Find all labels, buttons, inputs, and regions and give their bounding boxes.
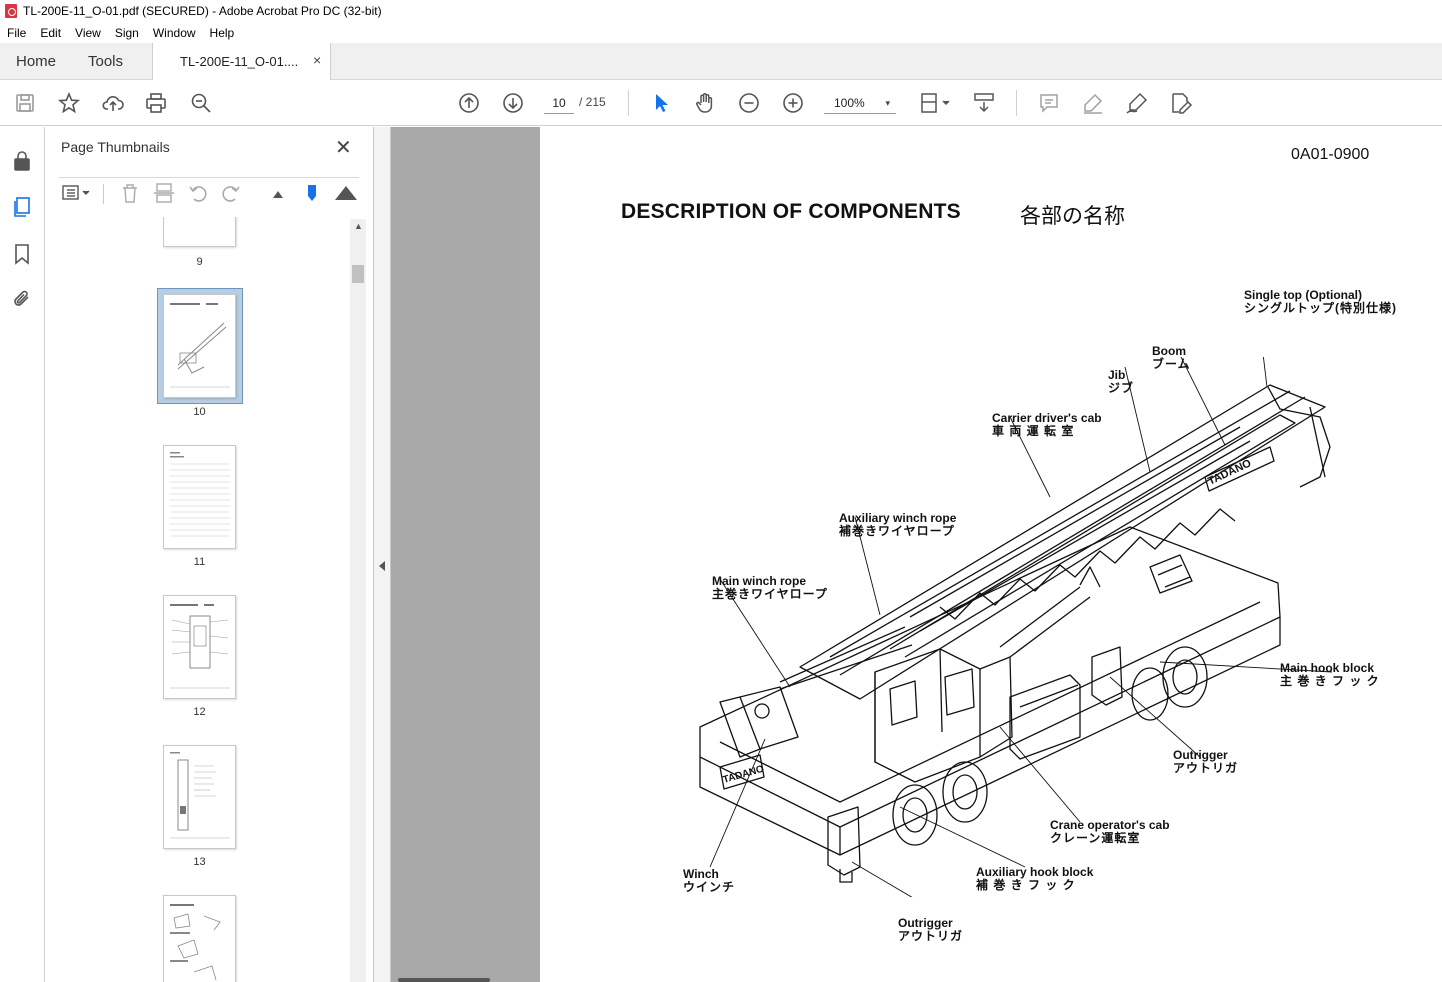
thumbnail-page-9[interactable] bbox=[163, 217, 236, 247]
tab-document-label: TL-200E-11_O-01.... bbox=[180, 54, 299, 69]
zoom-out-icon[interactable] bbox=[736, 90, 762, 116]
label-single-top: Single top (Optional)シングルトップ(特別仕様) bbox=[1244, 288, 1397, 315]
menu-help[interactable]: Help bbox=[209, 25, 235, 40]
thumbnail-page-number: 13 bbox=[193, 856, 206, 868]
bookmarks-icon[interactable] bbox=[10, 242, 34, 266]
scrollbar-thumb[interactable] bbox=[352, 265, 364, 283]
thumbnail-page-13[interactable] bbox=[163, 745, 236, 849]
bookmark-star-icon[interactable] bbox=[56, 90, 82, 116]
thumbnail-page-14[interactable] bbox=[163, 895, 236, 982]
menu-bar: File Edit View Sign Window Help bbox=[0, 22, 1442, 43]
delete-trash-icon[interactable] bbox=[119, 182, 141, 204]
toolbar-divider bbox=[628, 90, 629, 116]
thumbnail-smaller-icon[interactable] bbox=[267, 182, 289, 204]
thumbnail-page-number: 11 bbox=[193, 556, 206, 568]
thumbnail-page-10[interactable] bbox=[163, 294, 236, 398]
print-icon[interactable] bbox=[143, 90, 169, 116]
tab-tools[interactable]: Tools bbox=[88, 53, 124, 70]
toolbar-divider bbox=[1016, 90, 1017, 116]
thumbnail-options-icon[interactable] bbox=[61, 182, 95, 204]
document-code: 0A01-0900 bbox=[1291, 146, 1370, 163]
menu-window[interactable]: Window bbox=[152, 25, 196, 40]
page-thumbnails-panel: Page Thumbnails ✕ 9 bbox=[45, 127, 374, 982]
tab-document[interactable]: TL-200E-11_O-01.... × bbox=[152, 43, 331, 81]
zoom-level-value: 100% bbox=[834, 96, 865, 110]
thumbnail-scrollbar[interactable]: ▲ bbox=[350, 219, 366, 982]
zoom-level-select[interactable]: 100% ▾ bbox=[824, 92, 896, 114]
thumbnail-page-12[interactable] bbox=[163, 595, 236, 699]
page-number-input[interactable]: 10 bbox=[544, 92, 574, 114]
acrobat-pdf-icon bbox=[5, 4, 17, 18]
next-page-icon[interactable] bbox=[500, 90, 526, 116]
panel-title: Page Thumbnails bbox=[61, 139, 170, 155]
page-layout-icon[interactable] bbox=[918, 90, 952, 116]
collapse-arrow-icon bbox=[379, 561, 385, 571]
upload-cloud-icon[interactable] bbox=[100, 90, 126, 116]
menu-view[interactable]: View bbox=[75, 25, 101, 40]
page-heading: DESCRIPTION OF COMPONENTS bbox=[621, 200, 961, 223]
extract-pages-icon[interactable] bbox=[153, 182, 175, 204]
tab-close-icon[interactable]: × bbox=[313, 52, 322, 68]
comment-icon[interactable] bbox=[1036, 90, 1062, 116]
edit-pdf-icon[interactable] bbox=[1168, 90, 1194, 116]
thumbnail-page-number: 12 bbox=[193, 706, 206, 718]
panel-collapse-handle[interactable] bbox=[374, 127, 391, 982]
select-cursor-icon[interactable] bbox=[648, 90, 674, 116]
scroll-mode-icon[interactable] bbox=[971, 90, 997, 116]
page-total-count: / 215 bbox=[579, 95, 606, 109]
window-title: TL-200E-11_O-01.pdf (SECURED) - Adobe Ac… bbox=[23, 4, 382, 18]
page-thumbnails-icon[interactable] bbox=[10, 195, 34, 219]
rotate-left-icon[interactable] bbox=[187, 182, 209, 204]
thumbnail-larger-icon[interactable] bbox=[333, 182, 359, 204]
thumbnail-page-number: 10 bbox=[193, 406, 206, 418]
zoom-search-icon[interactable] bbox=[188, 90, 214, 116]
hand-tool-icon[interactable] bbox=[692, 90, 718, 116]
left-navigation-rail bbox=[0, 127, 45, 982]
thumbnail-size-slider-icon[interactable] bbox=[301, 182, 323, 204]
main-toolbar: 10 / 215 100% ▾ bbox=[0, 80, 1442, 126]
lock-icon[interactable] bbox=[10, 149, 34, 173]
menu-sign[interactable]: Sign bbox=[114, 25, 139, 40]
chevron-down-icon: ▾ bbox=[885, 98, 890, 108]
save-icon[interactable] bbox=[12, 90, 38, 116]
thumbnail-page-number: 9 bbox=[196, 256, 203, 268]
horizontal-scrollbar-thumb[interactable] bbox=[398, 978, 490, 982]
highlight-pen-icon[interactable] bbox=[1080, 90, 1106, 116]
crane-illustration: TADANO TADANO bbox=[699, 357, 1333, 897]
thumbnail-toolbar bbox=[59, 177, 359, 204]
window-title-bar: TL-200E-11_O-01.pdf (SECURED) - Adobe Ac… bbox=[0, 0, 1442, 22]
menu-edit[interactable]: Edit bbox=[40, 25, 62, 40]
thumbnail-list: 9 10 11 bbox=[45, 217, 350, 982]
tab-bar: Home Tools TL-200E-11_O-01.... × bbox=[0, 43, 1442, 81]
document-page: 0A01-0900 DESCRIPTION OF COMPONENTS 各部の名… bbox=[540, 127, 1442, 982]
attachments-paperclip-icon[interactable] bbox=[10, 287, 34, 311]
previous-page-icon[interactable] bbox=[456, 90, 482, 116]
scroll-up-arrow-icon[interactable]: ▲ bbox=[354, 221, 363, 231]
rotate-right-icon[interactable] bbox=[220, 182, 242, 204]
thumbnail-page-11[interactable] bbox=[163, 445, 236, 549]
page-heading-japanese: 各部の名称 bbox=[1020, 205, 1125, 228]
menu-file[interactable]: File bbox=[7, 25, 27, 40]
zoom-in-icon[interactable] bbox=[780, 90, 806, 116]
panel-close-icon[interactable]: ✕ bbox=[335, 137, 352, 159]
sign-pen-icon[interactable] bbox=[1124, 90, 1150, 116]
tab-home[interactable]: Home bbox=[16, 53, 57, 70]
document-viewer[interactable]: 0A01-0900 DESCRIPTION OF COMPONENTS 各部の名… bbox=[391, 127, 1442, 982]
toolbar-divider bbox=[103, 184, 104, 204]
